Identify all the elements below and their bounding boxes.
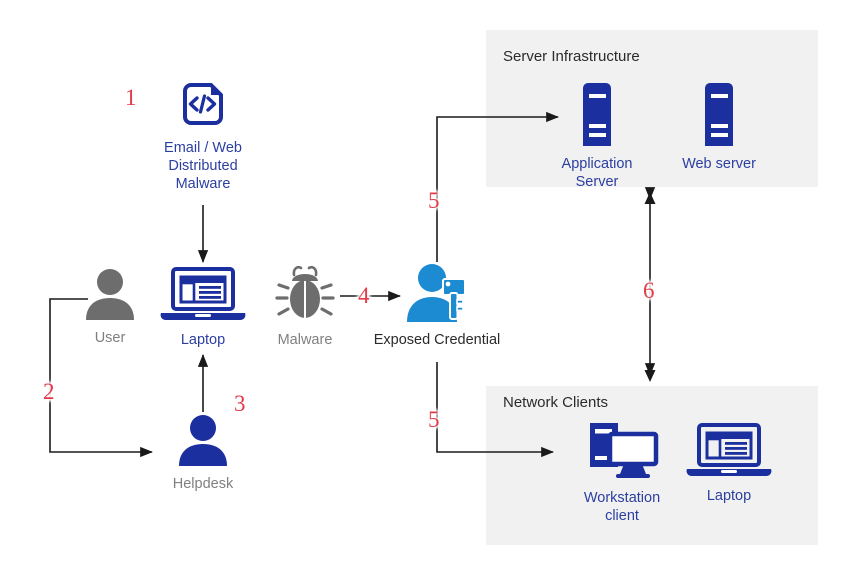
server-rack-icon: [669, 80, 769, 151]
node-label-web-server: Web server: [682, 156, 756, 172]
desktop-workstation-icon: [570, 420, 674, 485]
step-number-5-servers: 5: [428, 188, 440, 213]
code-document-icon: [143, 78, 263, 135]
node-label-laptop: Laptop: [180, 332, 226, 348]
node-laptop[interactable]: Laptop: [155, 266, 251, 349]
step-number-1: 1: [125, 85, 137, 110]
person-with-key-icon: [366, 262, 508, 327]
node-helpdesk[interactable]: Helpdesk: [163, 412, 243, 493]
node-user[interactable]: User: [70, 266, 150, 347]
user-person-icon: [70, 266, 150, 325]
node-label-malware: Malware: [277, 332, 333, 348]
panel-server-infrastructure: [486, 30, 818, 187]
node-label-email-web-distributed-malware: Email / Web Distributed Malware: [164, 140, 242, 192]
step-number-4: 4: [358, 283, 370, 308]
panel-title-network-clients: Network Clients: [503, 394, 609, 411]
node-application-server[interactable]: Application Server: [547, 80, 647, 191]
laptop-icon: [681, 422, 777, 483]
node-exposed-credential[interactable]: Exposed Credential: [366, 262, 508, 349]
node-label-workstation-client: Workstation client: [583, 490, 661, 524]
step-number-6: 6: [643, 278, 655, 303]
step-number-3: 3: [234, 391, 246, 416]
node-web-server[interactable]: Web server: [669, 80, 769, 173]
arrow-step-6-head-up: [644, 192, 656, 204]
node-label-application-server: Application Server: [561, 156, 633, 190]
laptop-icon: [155, 266, 251, 327]
node-label-helpdesk: Helpdesk: [172, 476, 234, 492]
node-label-client-laptop: Laptop: [706, 488, 752, 504]
bug-icon: [262, 264, 348, 327]
server-rack-icon: [547, 80, 647, 151]
node-workstation-client[interactable]: Workstation client: [570, 420, 674, 525]
panel-title-server-infrastructure: Server Infrastructure: [503, 48, 640, 65]
node-label-user: User: [94, 330, 126, 346]
arrow-step-6-head-down: [644, 370, 656, 382]
node-malware[interactable]: Malware: [262, 264, 348, 349]
arrow-step-2: [49, 298, 153, 458]
arrow-step-5-clients: [436, 362, 554, 458]
node-email-web-distributed-malware[interactable]: Email / Web Distributed Malware: [143, 78, 263, 193]
step-number-2: 2: [43, 379, 55, 404]
step-number-5-clients: 5: [428, 407, 440, 432]
helpdesk-person-icon: [163, 412, 243, 471]
node-label-exposed-credential: Exposed Credential: [373, 332, 501, 348]
arrow-step-5-servers: [436, 111, 559, 262]
node-client-laptop[interactable]: Laptop: [681, 422, 777, 505]
